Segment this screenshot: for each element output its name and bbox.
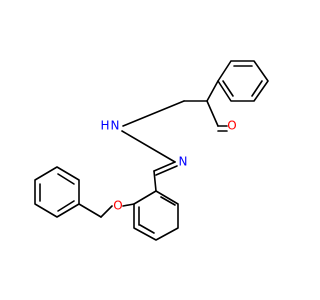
imine-double-bond xyxy=(155,165,178,176)
ch-to-aryl-bond xyxy=(153,170,157,192)
imine-nitrogen-label: N xyxy=(179,155,188,169)
atom-label-layer: N H N O O xyxy=(100,119,236,213)
imine-to-ch-bond xyxy=(153,161,176,172)
carbonyl-carbon-bond xyxy=(206,100,219,127)
nh-chain-bond xyxy=(122,100,185,127)
nh-hydrogen-label: H xyxy=(100,119,109,133)
bond-layer xyxy=(34,60,269,241)
nh-nitrogen-label: N xyxy=(111,119,120,133)
left-phenyl-inner-double-bond xyxy=(57,173,75,185)
benzaldehyde-inner-double-bond xyxy=(139,224,155,234)
molecule-svg: N H N O O xyxy=(0,0,300,300)
molecule-diagram: N H N O O xyxy=(0,0,300,300)
ch2-bond xyxy=(206,80,219,102)
top-phenyl-inner-double-bond xyxy=(251,80,263,97)
top-phenyl-inner-double-bond xyxy=(222,80,234,97)
benzyl-ch2-bond xyxy=(78,203,102,218)
aryl-to-oxygen-bond xyxy=(122,203,135,207)
left-phenyl-ring-bond xyxy=(34,166,80,218)
oxygen-to-ch2-bond xyxy=(100,205,113,218)
carbonyl-oxygen-label: O xyxy=(227,119,236,133)
canvas-background xyxy=(0,0,300,300)
benzaldehyde-inner-double-bond xyxy=(160,196,176,206)
left-phenyl-inner-double-bond xyxy=(57,200,75,212)
nh-to-imine-bond xyxy=(121,130,176,163)
ether-oxygen-label: O xyxy=(113,199,122,213)
